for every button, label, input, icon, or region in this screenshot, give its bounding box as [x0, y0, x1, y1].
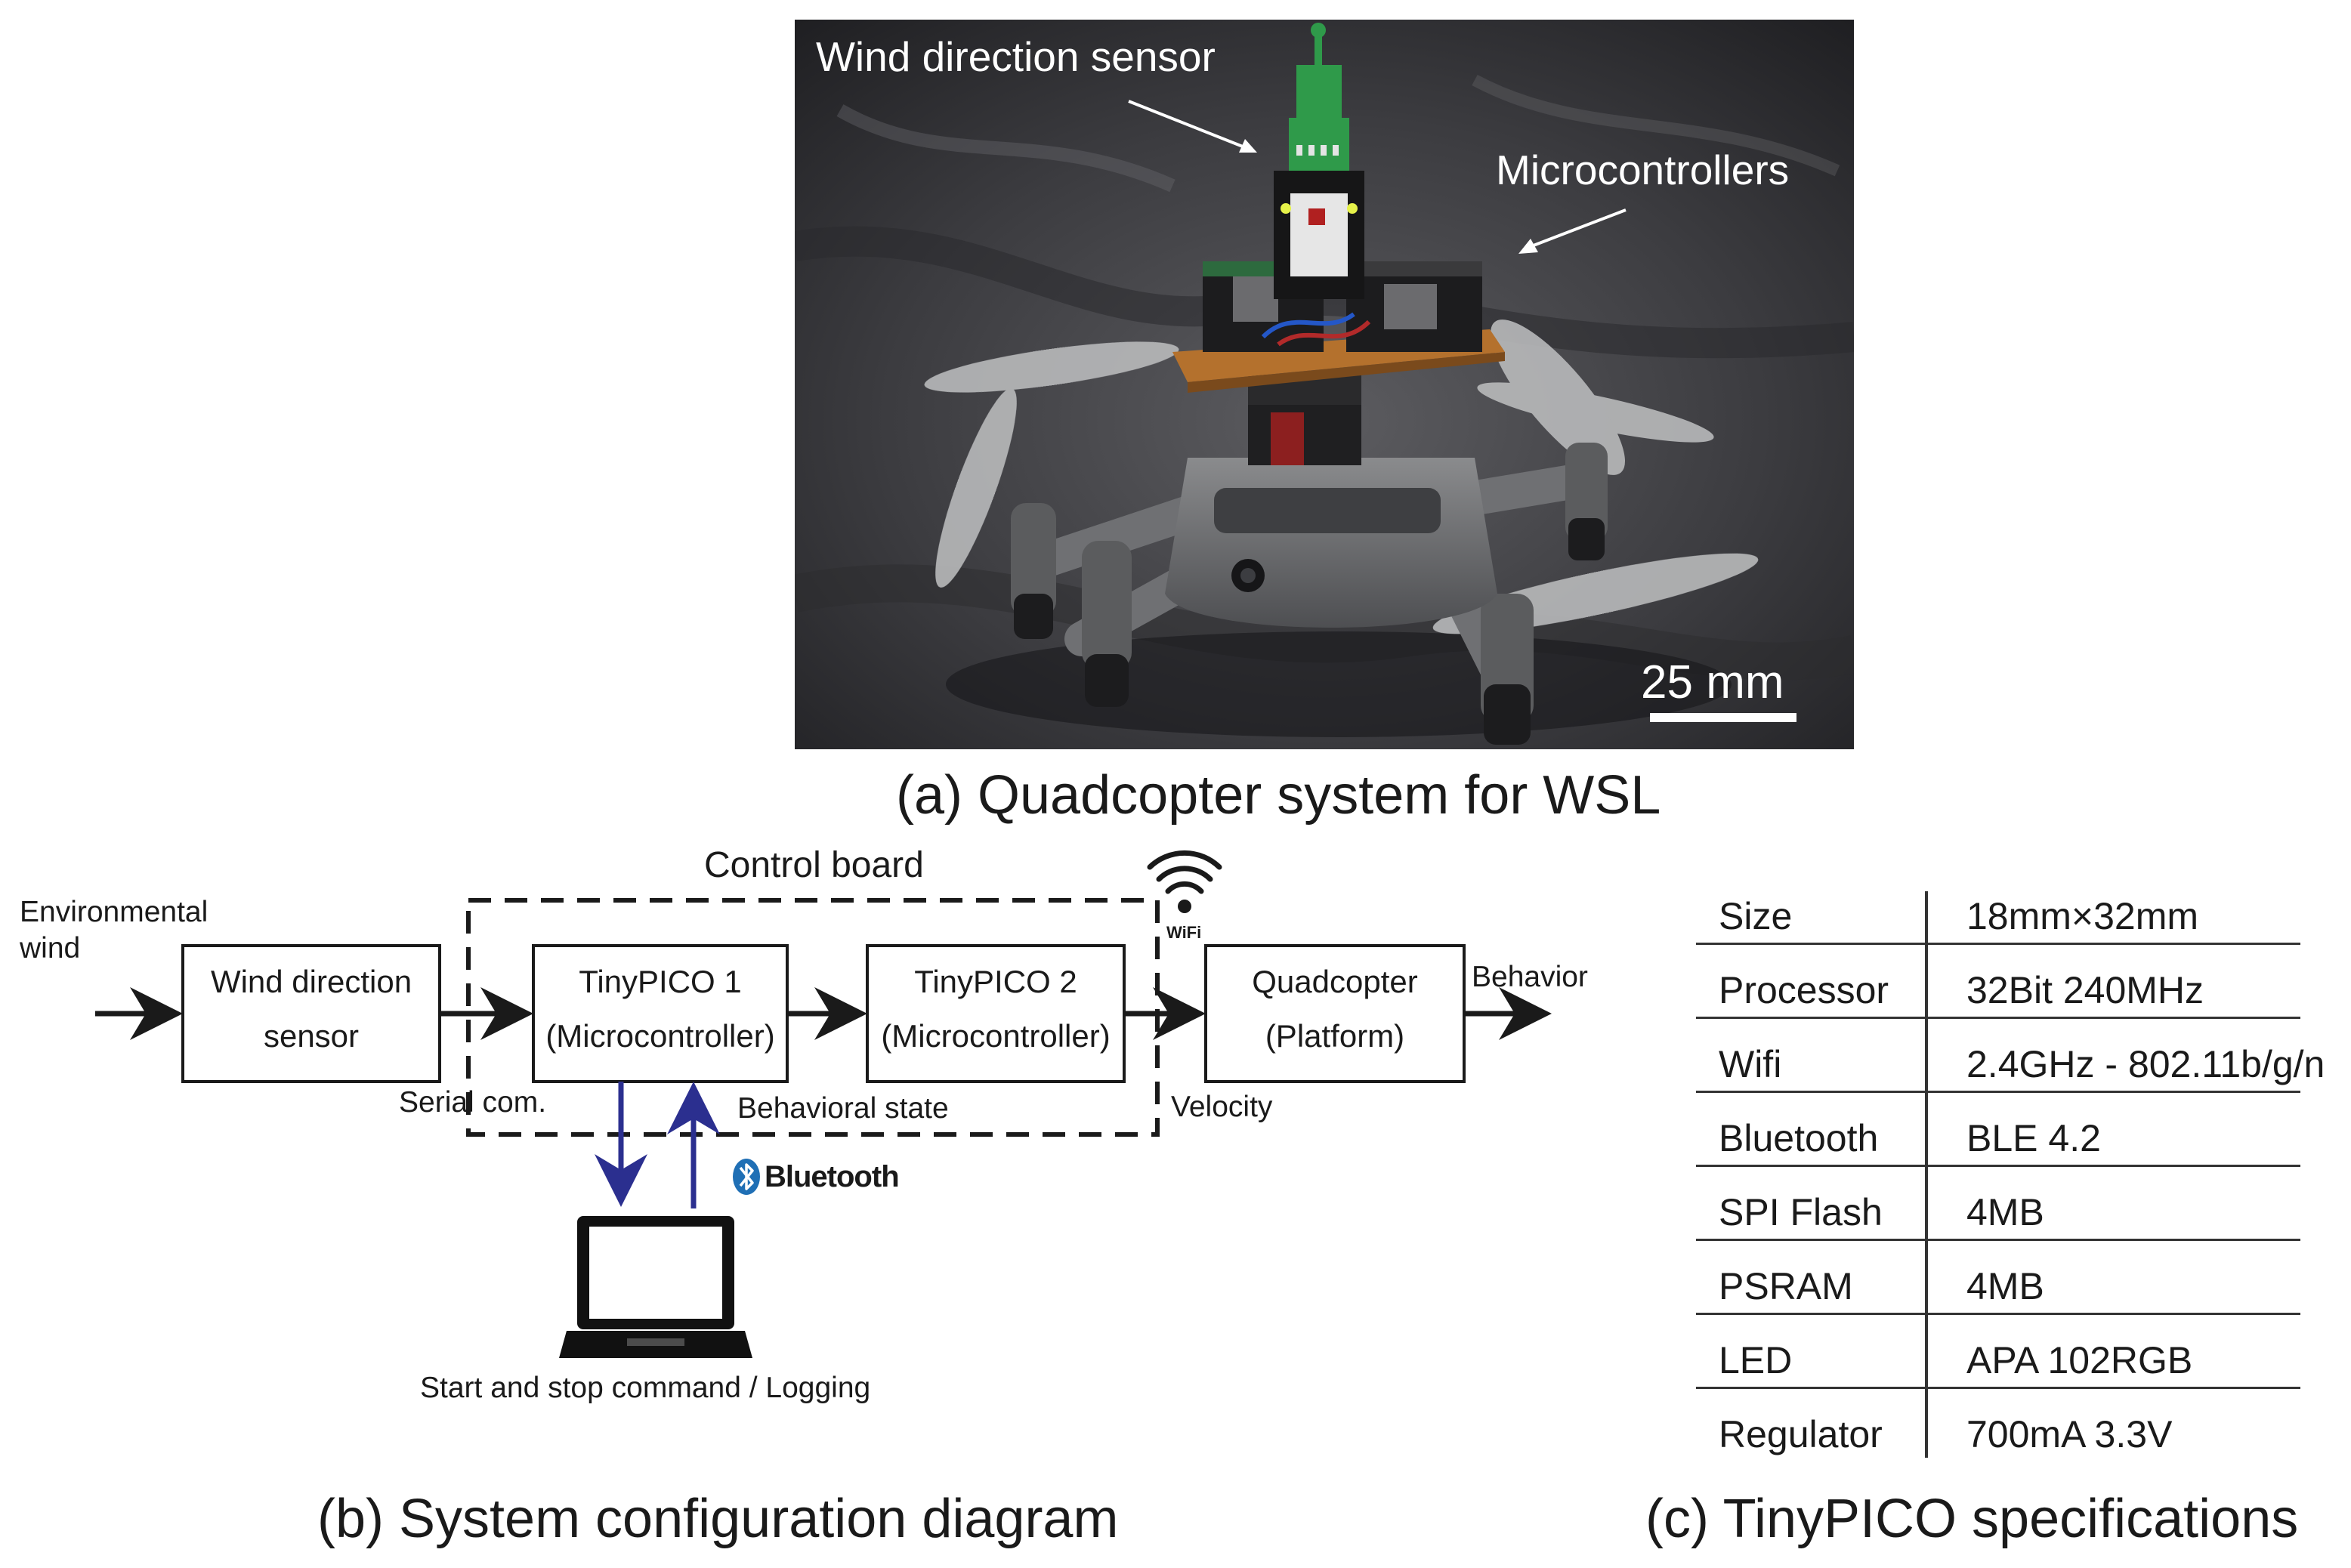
velocity-label: Velocity: [1171, 1091, 1273, 1123]
spec-key: Size: [1719, 895, 1793, 937]
wifi-icon: [1147, 850, 1222, 913]
box-tinypico-2-label: TinyPICO 2(Microcontroller): [881, 964, 1111, 1054]
spec-row: Regulator 700mA 3.3V: [1696, 1387, 2300, 1461]
spec-key: Wifi: [1719, 1043, 1782, 1085]
spec-value: 4MB: [1966, 1265, 2044, 1307]
spec-value: APA 102RGB: [1966, 1339, 2193, 1381]
spec-key: SPI Flash: [1719, 1191, 1883, 1233]
spec-row: PSRAM 4MB: [1696, 1239, 2300, 1315]
spec-key: Regulator: [1719, 1413, 1883, 1455]
laptop-icon: [559, 1216, 752, 1358]
scale-bar-text: 25 mm: [1641, 656, 1784, 708]
spec-value: 4MB: [1966, 1191, 2044, 1233]
wifi-label: WiFi: [1166, 923, 1202, 942]
behavioral-state-label: Behavioral state: [737, 1092, 949, 1125]
spec-row: LED APA 102RGB: [1696, 1313, 2300, 1389]
spec-row: Size 18mm×32mm: [1696, 869, 2300, 945]
spec-key: PSRAM: [1719, 1265, 1853, 1307]
spec-key: Processor: [1719, 969, 1889, 1011]
spec-row: Processor 32Bit 240MHz: [1696, 943, 2300, 1019]
microcontrollers-label: Microcontrollers: [1496, 147, 1789, 193]
wind-sensor-label: Wind direction sensor: [816, 33, 1216, 80]
bluetooth-label: Bluetooth: [765, 1160, 900, 1193]
env-wind-label-2: wind: [20, 932, 81, 965]
spec-row: Wifi 2.4GHz - 802.11b/g/n: [1696, 1017, 2325, 1093]
spec-value: 2.4GHz - 802.11b/g/n: [1966, 1043, 2325, 1085]
caption-a: (a) Quadcopter system for WSL: [896, 765, 1661, 826]
caption-c: (c) TinyPICO specifications: [1645, 1489, 2299, 1549]
scale-bar: [1650, 713, 1796, 722]
spec-value: 32Bit 240MHz: [1966, 969, 2204, 1011]
serial-com-label: Serial com.: [399, 1086, 547, 1119]
spec-key: Bluetooth: [1719, 1117, 1879, 1159]
quadcopter-photo: Wind direction sensor Microcontrollers 2…: [795, 20, 1854, 749]
box-quadcopter-label: Quadcopter(Platform): [1252, 964, 1418, 1054]
caption-b: (b) System configuration diagram: [317, 1489, 1119, 1549]
control-board-label: Control board: [704, 845, 924, 885]
laptop-caption: Start and stop command / Logging: [420, 1372, 871, 1404]
system-diagram: [95, 850, 1552, 1358]
spec-key: LED: [1719, 1339, 1793, 1381]
behavior-label: Behavior: [1472, 961, 1588, 993]
box-tinypico-1-label: TinyPICO 1(Microcontroller): [545, 964, 775, 1054]
spec-value: BLE 4.2: [1966, 1117, 2101, 1159]
spec-row: Bluetooth BLE 4.2: [1696, 1091, 2300, 1167]
bluetooth-icon: [733, 1159, 760, 1195]
env-wind-label-1: Environmental: [20, 896, 209, 928]
spec-value: 18mm×32mm: [1966, 895, 2199, 937]
spec-value: 700mA 3.3V: [1966, 1413, 2173, 1455]
spec-divider: [1925, 891, 1928, 1458]
spec-row: SPI Flash 4MB: [1696, 1165, 2300, 1241]
